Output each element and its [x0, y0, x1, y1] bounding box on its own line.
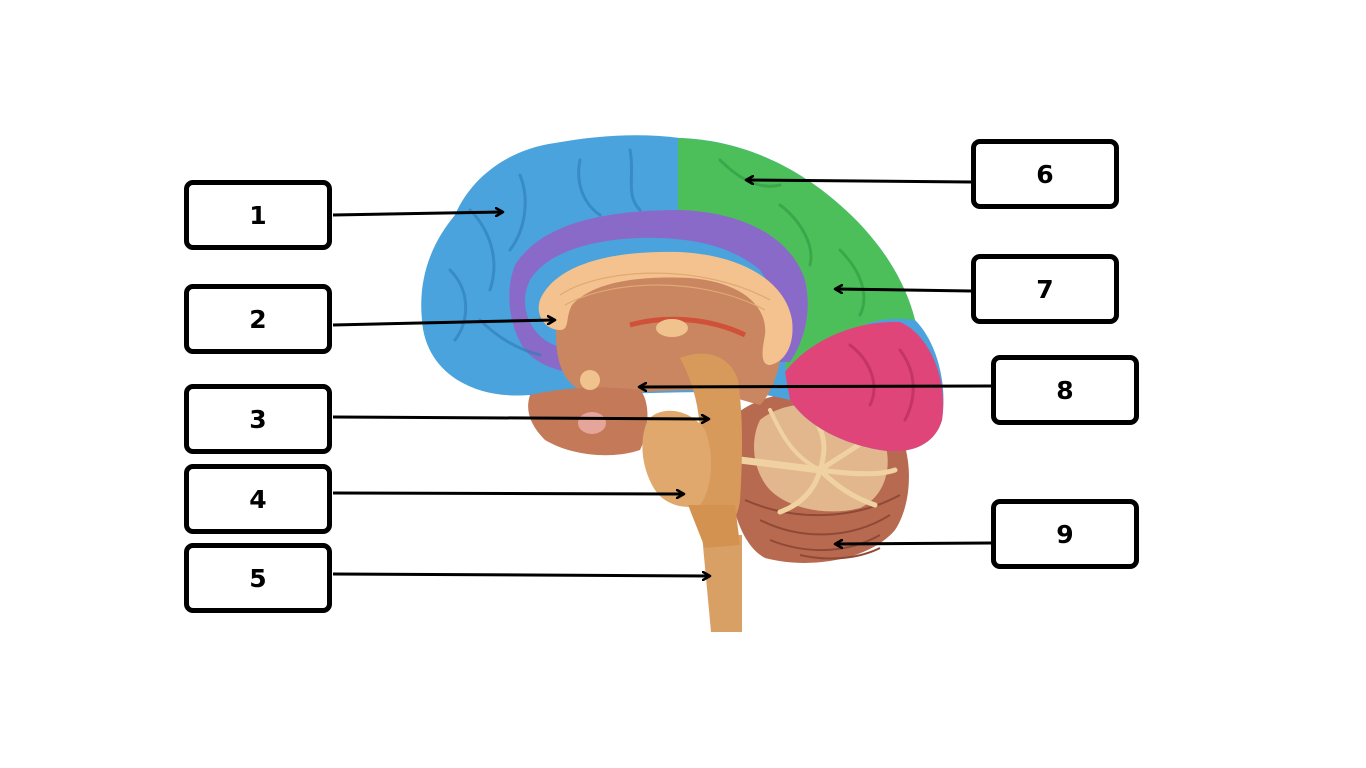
- label-box-5: 5: [184, 543, 332, 613]
- parietal-lobe: [678, 138, 915, 370]
- cingulate-gyrus: [509, 210, 808, 374]
- cerebellum-folia: [744, 494, 901, 560]
- label-number: 2: [249, 304, 267, 334]
- arrow-4: [332, 493, 683, 494]
- arrow-7: [836, 289, 972, 291]
- label-number: 4: [249, 484, 267, 514]
- arrow-8: [640, 386, 992, 387]
- fornix: [629, 316, 747, 338]
- arrow-2: [332, 320, 554, 327]
- label-number: 1: [249, 200, 267, 230]
- label-box-9: 9: [991, 499, 1139, 569]
- label-number: 6: [1036, 159, 1054, 189]
- label-box-8: 8: [991, 355, 1139, 425]
- thalamus: [656, 319, 688, 337]
- arrow-3: [332, 417, 708, 419]
- arrow-9: [836, 543, 992, 544]
- spinal-cord: [702, 535, 742, 632]
- label-number: 8: [1056, 375, 1074, 405]
- label-number: 5: [249, 563, 267, 593]
- label-box-6: 6: [971, 139, 1119, 209]
- arrow-6: [747, 180, 972, 182]
- medulla: [688, 505, 740, 548]
- label-number: 7: [1036, 274, 1054, 304]
- label-box-7: 7: [971, 254, 1119, 324]
- pituitary: [578, 412, 606, 434]
- label-number: 3: [249, 404, 267, 434]
- label-box-4: 4: [184, 464, 332, 534]
- arrow-5: [332, 574, 709, 576]
- occipital-gyri: [848, 343, 915, 422]
- optic-chiasm: [580, 370, 600, 390]
- label-number: 9: [1056, 519, 1074, 549]
- label-box-3: 3: [184, 384, 332, 454]
- midbrain: [680, 353, 742, 538]
- corpus-callosum-striations: [559, 272, 771, 311]
- leader-arrows: [332, 180, 992, 576]
- pons: [642, 410, 712, 507]
- label-box-1: 1: [184, 180, 332, 250]
- arrow-1: [332, 212, 502, 215]
- cortex-gyri: [448, 148, 642, 357]
- corpus-callosum: [538, 251, 793, 365]
- label-box-2: 2: [184, 284, 332, 354]
